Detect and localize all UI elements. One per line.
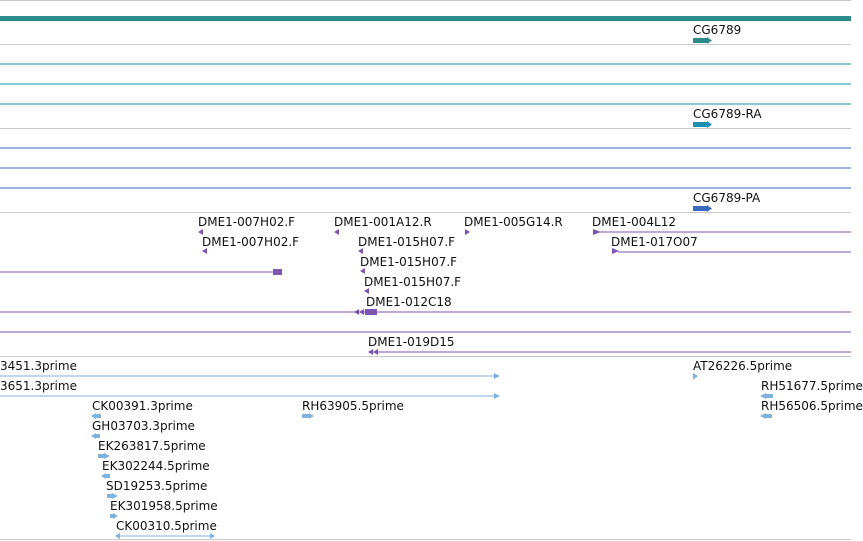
- clone-feature-label[interactable]: DME1-007H02.F: [202, 235, 300, 249]
- protein-feature-label[interactable]: CG6789-PA: [693, 191, 761, 205]
- track-separator: [0, 44, 851, 45]
- est-feature-block[interactable]: [95, 414, 101, 418]
- track-separator: [0, 212, 851, 213]
- arrow-left-icon: [101, 473, 106, 479]
- est-feature-label[interactable]: EK302244.5prime: [102, 459, 210, 473]
- arrow-right-icon: [309, 413, 314, 419]
- est-feature-label[interactable]: RH56506.5prime: [761, 399, 863, 413]
- arrow-right-icon: [112, 493, 118, 499]
- clone-feature-label[interactable]: DME1-012C18: [366, 295, 452, 309]
- track-separator: [0, 0, 851, 1]
- protein-feature-block[interactable]: [693, 206, 707, 211]
- arrow-right-icon: [113, 513, 118, 519]
- arrow-left-icon: [373, 349, 378, 355]
- clone-feature-label[interactable]: DME1-015H07.F: [360, 255, 458, 269]
- est-feature-block[interactable]: [110, 514, 114, 518]
- clone-feature-label[interactable]: DME1-001A12.R: [334, 215, 432, 229]
- est-feature-label[interactable]: 3451.3prime: [0, 359, 77, 373]
- arrow-right-icon: [707, 205, 712, 212]
- track-separator: [0, 128, 851, 129]
- arrow-left-icon: [359, 309, 364, 315]
- gene-feature-label[interactable]: CG6789: [693, 23, 742, 37]
- clone-feature-label[interactable]: DME1-015H07.F: [358, 235, 456, 249]
- arrow-left-icon: [334, 229, 339, 235]
- clone-feature-block[interactable]: [365, 309, 377, 315]
- arrow-right-icon: [707, 37, 712, 44]
- est-feature-block[interactable]: [98, 454, 105, 458]
- est-feature-block[interactable]: [95, 434, 100, 438]
- arrow-left-icon: [364, 288, 369, 294]
- clone-feature-label[interactable]: DME1-019D15: [368, 335, 455, 349]
- arrow-left-icon: [760, 393, 766, 399]
- est-feature-label[interactable]: EK301958.5prime: [110, 499, 218, 513]
- clone-feature-label[interactable]: DME1-007H02.F: [198, 215, 296, 229]
- est-feature-label[interactable]: CK00391.3prime: [92, 399, 193, 413]
- arrow-right-icon: [104, 453, 110, 459]
- est-feature-block[interactable]: [107, 494, 113, 498]
- arrow-right-icon: [612, 248, 619, 254]
- est-feature-label[interactable]: AT26226.5prime: [693, 359, 793, 373]
- arrow-left-icon: [360, 268, 365, 274]
- est-feature-block[interactable]: [765, 394, 773, 398]
- arrow-left-icon: [368, 349, 373, 355]
- est-feature-label[interactable]: SD19253.5prime: [106, 479, 208, 493]
- track-separator: [0, 356, 851, 357]
- arrow-left-icon: [91, 433, 96, 439]
- est-feature-label[interactable]: RH51677.5prime: [761, 379, 863, 393]
- arrow-left-icon: [202, 248, 207, 254]
- arrow-left-icon: [354, 309, 359, 315]
- arrow-left-icon: [198, 229, 203, 235]
- clone-feature-label[interactable]: DME1-015H07.F: [364, 275, 462, 289]
- arrow-left-icon: [91, 413, 96, 419]
- transcript-feature-block[interactable]: [693, 122, 707, 127]
- gene-feature-block[interactable]: [693, 38, 707, 43]
- arrow-right-icon: [494, 373, 500, 379]
- clone-feature-label[interactable]: DME1-017O07: [611, 235, 698, 249]
- arrow-left-icon: [115, 533, 120, 539]
- arrow-right-icon: [494, 393, 500, 399]
- clone-feature-label[interactable]: DME1-004L12: [592, 215, 676, 229]
- arrow-left-icon: [358, 248, 363, 254]
- est-feature-block[interactable]: [765, 414, 772, 418]
- arrow-right-icon: [465, 229, 470, 235]
- est-feature-block[interactable]: [302, 414, 310, 418]
- arrow-left-icon: [760, 413, 766, 419]
- est-feature-label[interactable]: EK263817.5prime: [98, 439, 206, 453]
- arrow-right-icon: [707, 121, 712, 128]
- clone-feature-block[interactable]: [273, 269, 282, 275]
- est-feature-label[interactable]: GH03703.3prime: [92, 419, 195, 433]
- est-feature-label[interactable]: RH63905.5prime: [302, 399, 404, 413]
- arrow-right-icon: [593, 229, 601, 235]
- est-feature-label[interactable]: 3651.3prime: [0, 379, 77, 393]
- track-separator: [0, 539, 851, 540]
- arrow-right-icon: [210, 533, 215, 539]
- clone-feature-label[interactable]: DME1-005G14.R: [464, 215, 563, 229]
- est-feature-label[interactable]: CK00310.5prime: [116, 519, 217, 533]
- transcript-feature-label[interactable]: CG6789-RA: [693, 107, 762, 121]
- est-feature-block[interactable]: [105, 474, 110, 478]
- gene-track-line: [0, 16, 851, 21]
- arrow-down-icon: [693, 373, 698, 380]
